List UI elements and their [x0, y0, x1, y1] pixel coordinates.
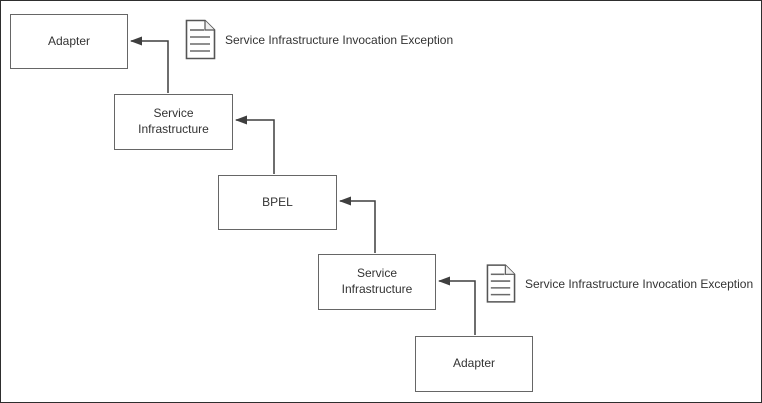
- connector-si-lower-to-bpel: [339, 196, 376, 253]
- node-adapter-bottom: Adapter: [415, 336, 533, 392]
- document-icon: [185, 19, 216, 60]
- node-adapter-bottom-label: Adapter: [452, 356, 496, 371]
- connector-bpel-to-si-upper: [235, 115, 275, 174]
- node-service-infrastructure-lower-label: Service Infrastructure: [341, 266, 413, 296]
- node-service-infrastructure-upper-label: Service Infrastructure: [138, 106, 209, 136]
- document-icon: [486, 264, 516, 303]
- annotation-exception-top-label: Service Infrastructure Invocation Except…: [225, 32, 454, 47]
- node-service-infrastructure-upper: Service Infrastructure: [114, 94, 233, 150]
- node-adapter-top-label: Adapter: [47, 33, 91, 48]
- annotation-exception-bottom-label: Service Infrastructure Invocation Except…: [525, 276, 754, 291]
- node-adapter-top: Adapter: [10, 14, 128, 69]
- connector-si-upper-to-adapter-top: [130, 36, 169, 93]
- connector-adapter-bottom-to-si-lower: [438, 276, 476, 335]
- node-service-infrastructure-lower: Service Infrastructure: [318, 254, 436, 310]
- node-bpel-label: BPEL: [262, 194, 293, 209]
- node-bpel: BPEL: [218, 175, 337, 230]
- annotation-exception-bottom: Service Infrastructure Invocation Except…: [486, 263, 753, 304]
- annotation-exception-top: Service Infrastructure Invocation Except…: [185, 19, 453, 60]
